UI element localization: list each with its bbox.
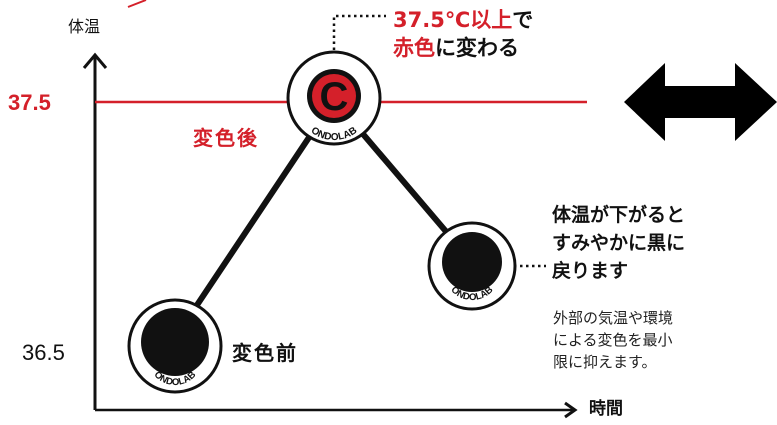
callout-top: 37.5℃以上で 赤色に変わる	[393, 8, 533, 60]
x-axis-label: 時間	[589, 399, 623, 419]
callout-right-line: すみやかに黒に	[552, 231, 686, 254]
callout-right-line: 戻ります	[552, 259, 629, 282]
y-axis-arrow-icon	[82, 52, 108, 69]
y-axis-label: 体温	[68, 17, 101, 36]
note-line: 限に抑えます。	[553, 352, 657, 371]
badge-letter-icon: C	[320, 75, 349, 119]
before-change-label: 変色前	[232, 341, 298, 365]
callout-top-line2: 赤色に変わる	[393, 36, 533, 60]
after-change-label: 変色後	[193, 126, 259, 150]
note-line: 外部の気温や環境	[553, 309, 674, 327]
tick-label-low: 36.5	[22, 340, 65, 365]
callout-right-line: 体温が下がると	[552, 204, 686, 226]
top-accent-line	[127, 0, 147, 8]
before-change-badge: ONDOLAB	[127, 298, 223, 394]
callout-top-line1-tail: で	[512, 8, 534, 32]
before-badge-brand: ONDOLAB	[152, 369, 199, 388]
callout-top-line1: 37.5℃以上で	[393, 8, 533, 32]
cooled-badge: ONDOLAB	[427, 221, 517, 311]
x-axis-arrow-icon	[564, 401, 578, 419]
callout-top-line1-red: 37.5℃以上	[393, 8, 513, 32]
note-line: による変色を最小	[553, 330, 673, 349]
cooled-badge-brand: ONDOLAB	[449, 284, 496, 303]
callout-top-line2-tail: に変わる	[435, 36, 519, 61]
callout-top-line2-red: 赤色	[393, 36, 435, 61]
callout-right-note: 外部の気温や環境 による変色を最小 限に抑えます。	[553, 308, 673, 373]
double-arrow-icon	[624, 63, 777, 141]
tick-label-high: 37.5	[8, 90, 51, 115]
after-badge-brand: ONDOLAB	[309, 125, 359, 143]
callout-right-title: 体温が下がると すみやかに黒に 戻ります	[552, 204, 686, 283]
after-change-badge: C ONDOLAB	[286, 50, 382, 146]
